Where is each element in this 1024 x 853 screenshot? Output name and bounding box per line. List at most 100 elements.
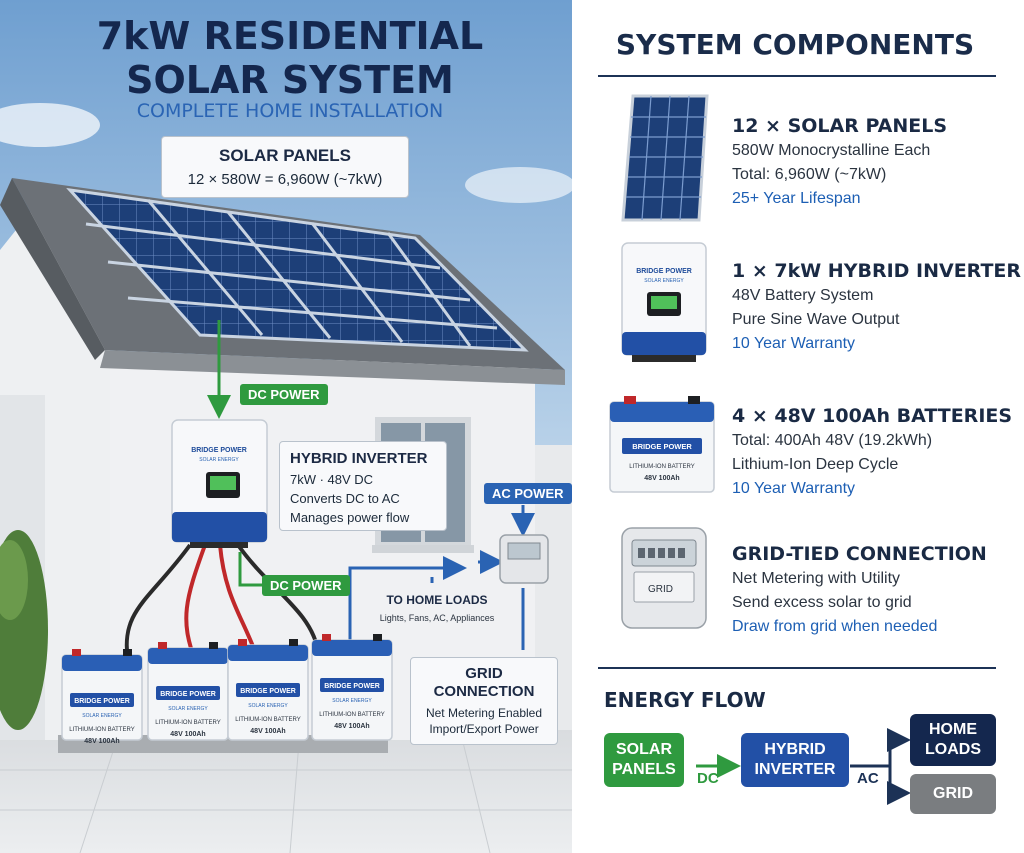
- component-accent: 25+ Year Lifespan: [732, 190, 861, 207]
- battery-icon-brand: BRIDGE POWER: [632, 442, 692, 451]
- home-loads-detail: Lights, Fans, AC, Appliances: [379, 613, 495, 623]
- battery-type: LITHIUM-ION BATTERY: [235, 717, 300, 723]
- inverter-icon: BRIDGE POWER SOLAR ENERGY: [621, 242, 707, 362]
- hybrid-inverter: [171, 419, 268, 548]
- battery-brand-sub: SOLAR ENERGY: [248, 703, 288, 709]
- battery-spec: 48V 100Ah: [250, 728, 285, 735]
- component-accent: 10 Year Warranty: [732, 480, 856, 497]
- energy-flow-arrows: [696, 728, 911, 805]
- title-divider: [598, 75, 996, 77]
- component-line: 580W Monocrystalline Each: [732, 142, 931, 159]
- solar-array: [66, 187, 529, 352]
- ac-flow-arrow: [348, 556, 467, 640]
- grid-callout-line: Net Metering Enabled: [425, 706, 543, 720]
- flow-home-loads: HOME LOADS: [910, 714, 996, 766]
- battery-brand: BRIDGE POWER: [240, 688, 296, 695]
- component-solar: 12 × SOLAR PANELS 580W Monocrystalline E…: [732, 115, 947, 211]
- battery-bank: BRIDGE POWER SOLAR ENERGY LITHIUM-ION BATT…: [61, 634, 393, 745]
- inverter-callout-line: 7kW · 48V DC: [290, 472, 374, 487]
- component-line: Net Metering with Utility: [732, 570, 901, 587]
- battery-brand-sub: SOLAR ENERGY: [332, 698, 372, 704]
- component-inverter: 1 × 7kW HYBRID INVERTER 48V Battery Syst…: [732, 260, 1021, 356]
- battery-spec: 48V 100Ah: [334, 723, 369, 730]
- inverter-callout-line: Converts DC to AC: [290, 491, 400, 506]
- flow-home-line: HOME: [929, 721, 977, 738]
- component-accent: Draw from grid when needed: [732, 618, 938, 635]
- dc-power-label: DC POWER: [240, 384, 328, 405]
- meter-icon-label: GRID: [648, 584, 673, 595]
- solar-callout-detail: 12 × 580W = 6,960W (~7kW): [187, 171, 383, 188]
- flow-solar-line: SOLAR: [616, 741, 672, 758]
- grid-callout: GRID CONNECTION Net Metering Enabled Imp…: [410, 657, 558, 745]
- battery-cable: [124, 543, 192, 661]
- battery-icon-spec: 48V 100Ah: [644, 475, 679, 482]
- component-heading: GRID-TIED CONNECTION: [732, 543, 987, 565]
- flow-grid: GRID: [910, 774, 996, 814]
- flow-home-line: LOADS: [925, 741, 981, 758]
- meter-icon: GRID: [621, 527, 707, 629]
- inverter-icon-sub: SOLAR ENERGY: [644, 278, 684, 284]
- inverter-brand: BRIDGE POWER: [191, 447, 247, 454]
- grid-callout-heading-2: CONNECTION: [433, 683, 535, 700]
- cloud: [465, 167, 575, 203]
- flow-inverter-line: INVERTER: [754, 761, 836, 778]
- cloud: [0, 103, 100, 147]
- components-title: SYSTEM COMPONENTS: [615, 28, 975, 61]
- component-line: Total: 6,960W (~7kW): [732, 166, 887, 183]
- title-line-1: 7kW RESIDENTIAL: [96, 14, 484, 58]
- grid-meter: [499, 534, 549, 584]
- battery-brand: BRIDGE POWER: [160, 691, 216, 698]
- component-line: Send excess solar to grid: [732, 594, 912, 611]
- dc-flow-arrow: [238, 552, 262, 587]
- flow-solar-line: PANELS: [612, 761, 676, 778]
- inverter-brand-sub: SOLAR ENERGY: [199, 457, 239, 463]
- page-subtitle: COMPLETE HOME INSTALLATION: [136, 100, 444, 122]
- grid-callout-heading-1: GRID: [465, 665, 503, 682]
- inverter-icon-brand: BRIDGE POWER: [636, 268, 692, 275]
- battery-brand-sub: SOLAR ENERGY: [82, 713, 122, 719]
- page-title: 7kW RESIDENTIAL SOLAR SYSTEM: [80, 14, 500, 102]
- flow-inverter-line: HYBRID: [764, 741, 826, 758]
- flow-solar-panels: SOLAR PANELS: [604, 733, 684, 787]
- battery-unit: BRIDGE POWER SOLAR ENERGY LITHIUM-ION BATT…: [311, 634, 393, 741]
- inverter-callout-line: Manages power flow: [290, 510, 410, 525]
- dc-power-label: DC POWER: [262, 575, 350, 596]
- solar-callout-heading: SOLAR PANELS: [219, 146, 351, 165]
- battery-unit: BRIDGE POWER SOLAR ENERGY LITHIUM-ION BATT…: [61, 649, 143, 745]
- battery-spec: 48V 100Ah: [84, 738, 119, 745]
- component-line: Lithium-Ion Deep Cycle: [732, 456, 899, 473]
- battery-brand: BRIDGE POWER: [324, 683, 380, 690]
- solar-panels-callout: SOLAR PANELS 12 × 580W = 6,960W (~7kW): [161, 136, 409, 198]
- battery-brand-sub: SOLAR ENERGY: [168, 706, 208, 712]
- battery-type: LITHIUM-ION BATTERY: [69, 727, 134, 733]
- battery-type: LITHIUM-ION BATTERY: [319, 712, 384, 718]
- battery-type: LITHIUM-ION BATTERY: [155, 720, 220, 726]
- home-loads-callout: TO HOME LOADS Lights, Fans, AC, Applianc…: [367, 593, 507, 623]
- inverter-callout-heading: HYBRID INVERTER: [290, 450, 428, 467]
- battery-unit: BRIDGE POWER SOLAR ENERGY LITHIUM-ION BATT…: [147, 642, 229, 741]
- grid-callout-line: Import/Export Power: [429, 722, 539, 736]
- component-line: Total: 400Ah 48V (19.2kWh): [732, 432, 933, 449]
- battery-brand: BRIDGE POWER: [74, 698, 130, 705]
- home-loads-heading: TO HOME LOADS: [386, 593, 488, 607]
- component-grid: GRID-TIED CONNECTION Net Metering with U…: [732, 543, 987, 639]
- battery-unit: BRIDGE POWER SOLAR ENERGY LITHIUM-ION BATT…: [227, 639, 309, 741]
- battery-icon-type: LITHIUM-ION BATTERY: [629, 464, 694, 470]
- flow-ac-label: AC: [857, 770, 879, 787]
- component-accent: 10 Year Warranty: [732, 335, 856, 352]
- roof-edge: [100, 350, 565, 385]
- solar-panel-icon: [621, 94, 709, 222]
- title-line-2: SOLAR SYSTEM: [126, 58, 454, 102]
- battery-spec: 48V 100Ah: [170, 731, 205, 738]
- component-heading: 1 × 7kW HYBRID INVERTER: [732, 260, 1022, 282]
- inverter-callout: HYBRID INVERTER 7kW · 48V DC Converts DC…: [279, 441, 447, 531]
- flow-hybrid-inverter: HYBRID INVERTER: [741, 733, 849, 787]
- component-batteries: 4 × 48V 100Ah BATTERIES Total: 400Ah 48V…: [732, 405, 1012, 501]
- energy-flow-title: ENERGY FLOW: [604, 688, 766, 712]
- ac-power-label: AC POWER: [484, 483, 572, 504]
- component-line: Pure Sine Wave Output: [732, 311, 900, 328]
- component-line: 48V Battery System: [732, 287, 874, 304]
- battery-cable: [236, 543, 320, 651]
- flow-dc-label: DC: [697, 770, 719, 787]
- component-heading: 12 × SOLAR PANELS: [732, 115, 948, 137]
